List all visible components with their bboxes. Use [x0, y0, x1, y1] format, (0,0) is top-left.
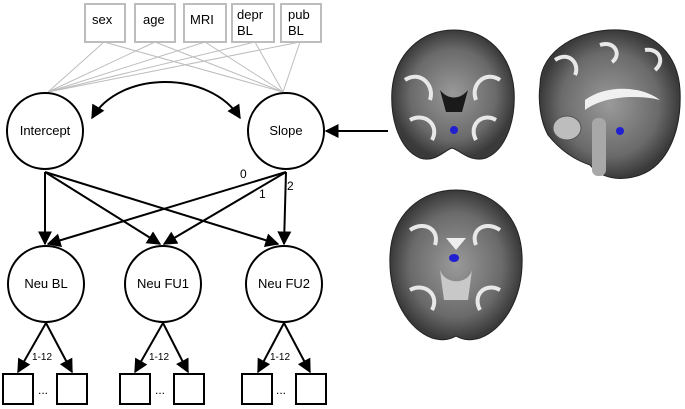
factor-label: Neu FU1: [137, 276, 189, 291]
factor-neu-fu1: Neu FU1: [124, 245, 202, 323]
covariate-age: age: [134, 3, 176, 43]
covariate-mri: MRI: [183, 3, 227, 43]
indicators-bl: 1-12 ...: [2, 322, 88, 405]
factor-neu-fu2: Neu FU2: [245, 245, 323, 323]
slope-loading-0: 0: [240, 167, 247, 181]
covariate-label-line2: BL: [288, 23, 304, 38]
indicator-range: 1-12: [270, 352, 290, 363]
brain-axial-image: [389, 189, 523, 341]
covariate-paths: [47, 41, 301, 93]
indicator-ellipsis: ...: [155, 383, 165, 397]
indicator-box: [241, 373, 273, 405]
indicator-box: [295, 373, 327, 405]
covariate-label: sex: [92, 12, 113, 27]
covariate-label: pub: [288, 7, 310, 22]
slope-node: Slope: [247, 92, 325, 170]
factor-label: Neu BL: [24, 276, 67, 291]
covariate-label-line2: BL: [237, 23, 253, 38]
covariate-label: age: [143, 12, 165, 27]
factor-label: Neu FU2: [258, 276, 310, 291]
covariate-sex: sex: [84, 3, 126, 43]
indicator-ellipsis: ...: [276, 383, 286, 397]
indicator-box: [56, 373, 88, 405]
indicator-range: 1-12: [149, 352, 169, 363]
covariate-pub-bl: pub BL: [280, 3, 322, 43]
loading-paths: [38, 171, 292, 248]
covariate-depr-bl: depr BL: [231, 3, 275, 43]
indicators-fu1: 1-12 ...: [119, 322, 205, 405]
intercept-node: Intercept: [6, 92, 84, 170]
covariate-label: MRI: [190, 12, 214, 27]
slope-label: Slope: [269, 123, 302, 138]
slope-loading-1: 1: [259, 187, 266, 201]
intercept-label: Intercept: [20, 123, 71, 138]
indicators-fu2: 1-12 ...: [241, 322, 327, 405]
brain-sagittal-image: [538, 29, 681, 179]
factor-neu-bl: Neu BL: [7, 245, 85, 323]
indicator-box: [2, 373, 34, 405]
slope-loading-2: 2: [287, 179, 294, 193]
brain-coronal-image: [391, 29, 515, 160]
indicator-range: 1-12: [32, 352, 52, 363]
intercept-slope-covariance: [91, 81, 241, 120]
covariate-boxes: sex age MRI depr BL pub BL: [84, 3, 322, 43]
indicator-box: [173, 373, 205, 405]
covariate-label: depr: [237, 7, 264, 22]
indicator-box: [119, 373, 151, 405]
indicator-ellipsis: ...: [38, 383, 48, 397]
